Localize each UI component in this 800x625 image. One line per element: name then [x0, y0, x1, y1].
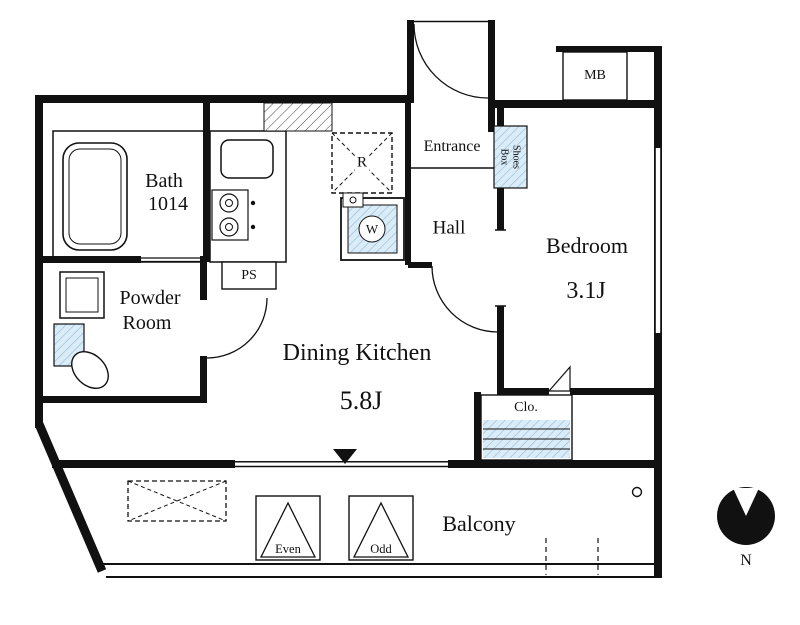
bedroom-label: Bedroom — [546, 233, 628, 258]
pipe-space-icon — [221, 261, 277, 290]
bedroom-size-label: 3.1J — [566, 278, 606, 304]
shoes-box-label: Shoes Box — [499, 145, 522, 169]
washer-label: W — [365, 221, 379, 237]
meter-box-label: MB — [584, 68, 606, 83]
drain-icon — [631, 486, 643, 498]
shoes-box-icon — [493, 125, 528, 189]
direction-triangle-icon — [333, 449, 357, 464]
hall-label: Hall — [432, 217, 466, 239]
shoes-box-label-line1: Shoes — [510, 145, 522, 169]
toilet-icon — [53, 323, 109, 389]
refrigerator-label: R — [354, 154, 370, 171]
closet-icon — [480, 365, 573, 461]
pipe-space-label: PS — [241, 268, 257, 283]
powder-room-label-line2: Room — [122, 312, 172, 334]
bedroom-window — [655, 148, 661, 333]
shoes-box-label-line2: Box — [499, 148, 510, 166]
kitchen-counter-icon — [209, 130, 287, 263]
powder-door-arc — [206, 297, 268, 359]
duct-hatch — [263, 102, 333, 132]
stove-icon — [211, 189, 249, 241]
closet-door-swing — [547, 365, 571, 392]
hatch-odd-icon — [348, 495, 414, 561]
compass-icon — [717, 487, 775, 545]
balcony-label: Balcony — [442, 511, 516, 536]
entrance-label: Entrance — [423, 138, 481, 155]
dining-kitchen-label: Dining Kitchen — [282, 340, 432, 366]
thin-lines — [97, 20, 656, 578]
washer-space-icon — [340, 192, 405, 261]
closet-label: Clo. — [514, 400, 538, 415]
inner-walls — [38, 100, 662, 468]
diagonal-wall — [34, 422, 107, 573]
bath-label: Bath — [145, 170, 183, 192]
dining-kitchen-size-label: 5.8J — [339, 386, 383, 415]
meter-box-icon — [562, 51, 628, 101]
balcony-features — [127, 480, 643, 575]
hatch-even-label: Even — [273, 541, 303, 556]
hall-door-arc — [431, 265, 499, 333]
powder-room-label-line1: Powder — [119, 287, 181, 309]
bath-size-label: 1014 — [148, 193, 188, 215]
north-label: N — [740, 552, 752, 569]
vanity-sink-icon — [59, 271, 105, 319]
ac-unit-space-icon — [127, 480, 227, 522]
bathtub-icon — [52, 130, 206, 263]
hatch-odd-label: Odd — [368, 541, 394, 556]
entrance-door-arc — [413, 23, 489, 99]
door-arcs — [206, 23, 499, 359]
kitchen-sink-icon — [220, 139, 274, 179]
